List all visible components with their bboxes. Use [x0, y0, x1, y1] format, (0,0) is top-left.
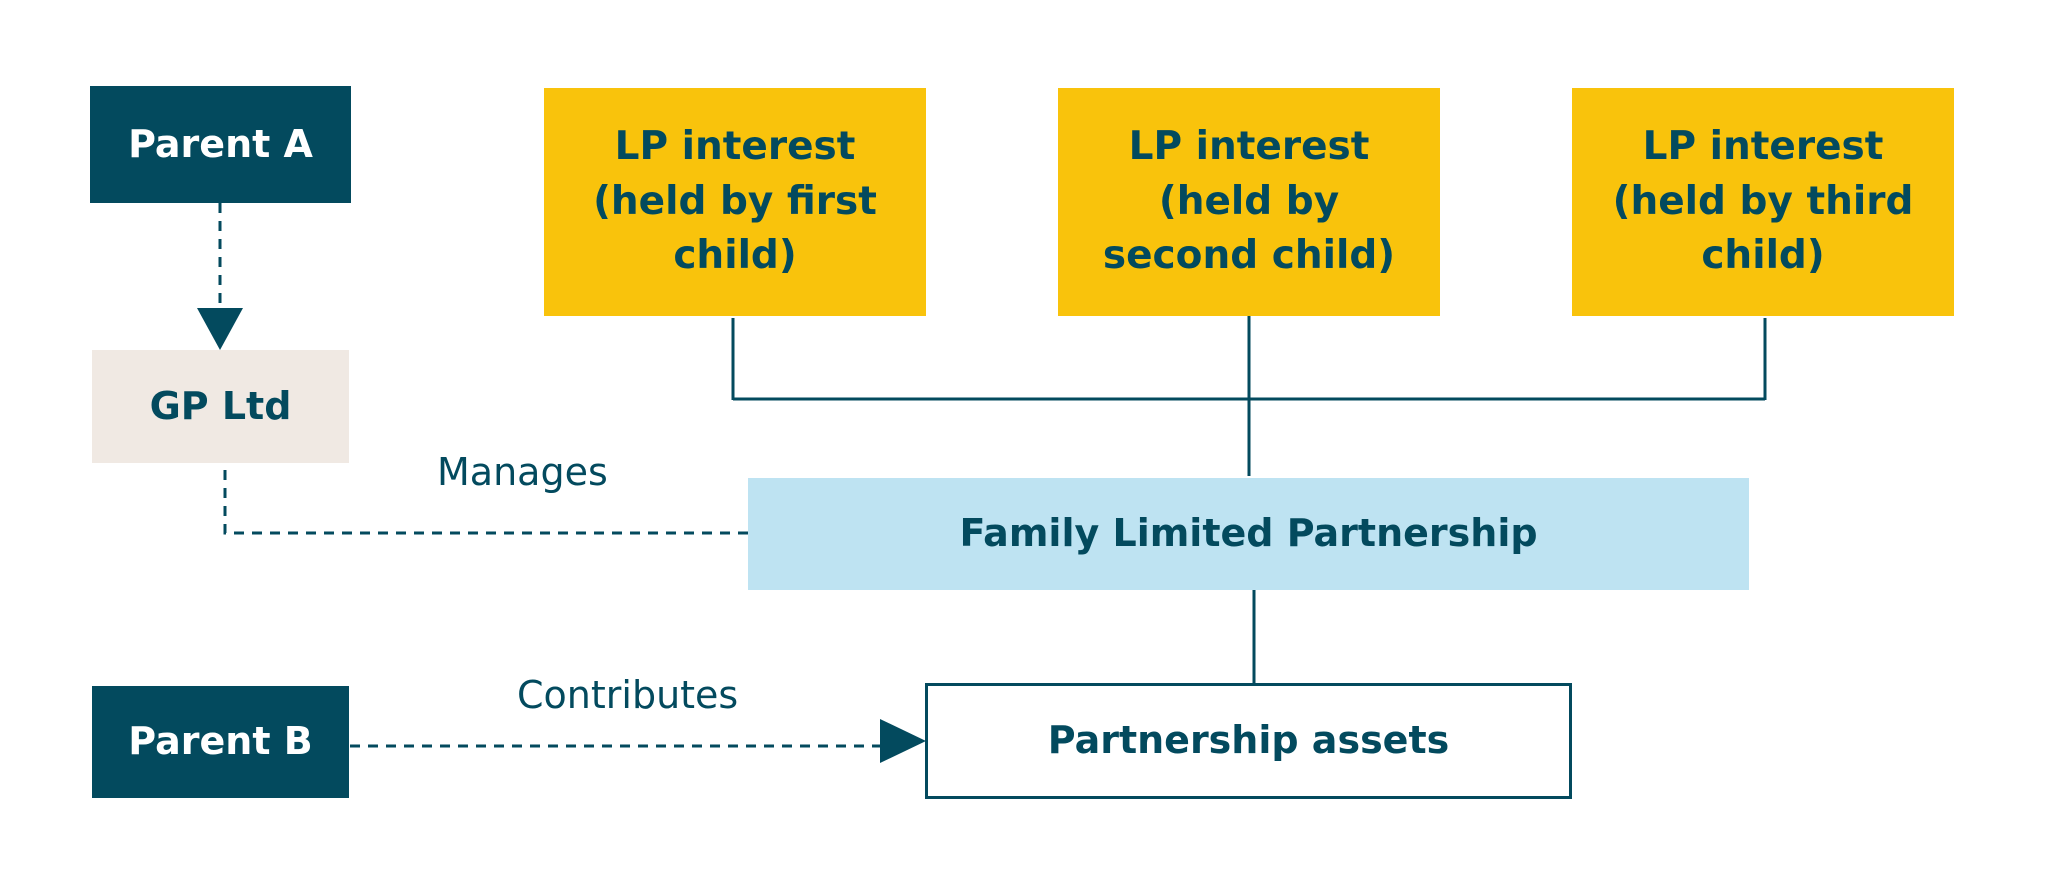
- node-family-limited-partnership: Family Limited Partnership: [748, 478, 1749, 590]
- line-gp-manages-flp: [223, 470, 748, 535]
- node-parent-a: Parent A: [90, 86, 351, 203]
- node-lp-first-child: LP interest (held by first child): [544, 88, 926, 316]
- node-parent-a-label: Parent A: [128, 121, 313, 166]
- edge-label-manages: Manages: [437, 450, 608, 494]
- node-lp-third-child: LP interest (held by third child): [1572, 88, 1954, 316]
- node-gp-ltd: GP Ltd: [92, 350, 349, 463]
- arrowhead-assets: [880, 719, 926, 763]
- edge-label-contributes: Contributes: [517, 673, 739, 717]
- node-flp-label: Family Limited Partnership: [959, 511, 1538, 556]
- node-lp-first-child-label: LP interest (held by first child): [593, 124, 877, 279]
- node-parent-b: Parent B: [92, 686, 349, 798]
- node-gp-ltd-label: GP Ltd: [149, 383, 292, 428]
- node-partnership-assets: Partnership assets: [925, 683, 1572, 799]
- arrowhead-gp: [197, 308, 243, 350]
- node-lp-second-child-label: LP interest (held by second child): [1102, 124, 1396, 279]
- node-lp-third-child-label: LP interest (held by third child): [1612, 124, 1914, 279]
- node-partnership-assets-label: Partnership assets: [1047, 718, 1450, 763]
- node-lp-second-child: LP interest (held by second child): [1058, 88, 1440, 316]
- node-parent-b-label: Parent B: [128, 719, 313, 764]
